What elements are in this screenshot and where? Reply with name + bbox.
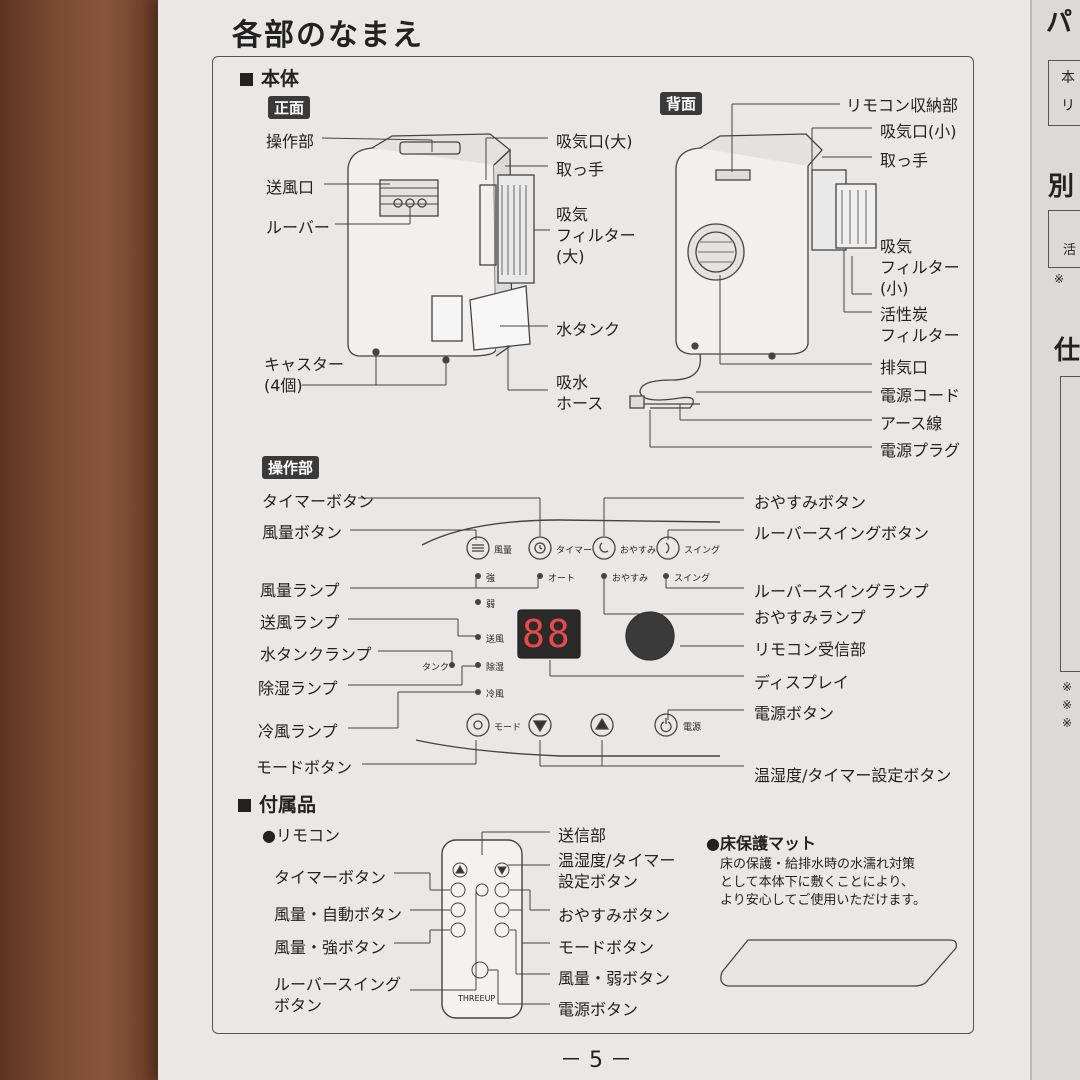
remote-label-power: 電源ボタン xyxy=(558,1000,639,1019)
panel-swing-text: スイング xyxy=(684,546,721,556)
panel-power-text: 電源 xyxy=(683,723,702,733)
label-fan-lamp: 風量ランプ xyxy=(260,581,340,600)
mat-description: 床の保護・給排水時の水濡れ対策 として本体下に敷くことにより、 より安心してご使… xyxy=(720,857,927,908)
lamp-tank-text: タンク xyxy=(422,663,450,673)
accessory-heading: 付属品 xyxy=(238,790,316,817)
next-page-table-1: 本 リ xyxy=(1048,60,1080,126)
panel-mode-text: モード xyxy=(494,723,522,733)
remote-brand: THREEUP xyxy=(458,994,496,1003)
lamp-blow-text: 送風 xyxy=(486,635,505,645)
lamp-cool-text: 冷風 xyxy=(486,690,505,700)
next-page-note-1: ※ xyxy=(1054,272,1065,286)
remote-label-set-button: 温湿度/タイマー 設定ボタン xyxy=(558,851,676,891)
label-swing-lamp: ルーバースイングランプ xyxy=(754,582,929,601)
next-page-edge xyxy=(1030,0,1080,1080)
label-exhaust: 排気口 xyxy=(880,358,929,377)
lamp-strong-text: 強 xyxy=(486,574,496,584)
next-page-table-3 xyxy=(1060,376,1080,672)
remote-label-fan-strong: 風量・強ボタン xyxy=(274,938,387,957)
label-mode-button: モードボタン xyxy=(256,758,353,777)
remote-title: ●リモコン xyxy=(262,826,340,845)
label-blow-lamp: 送風ランプ xyxy=(260,613,340,632)
label-front-handle: 取っ手 xyxy=(556,160,605,179)
label-control-panel: 操作部 xyxy=(266,132,315,151)
label-water-tank: 水タンク xyxy=(556,320,621,339)
label-filter-large: 吸気 フィルター (大) xyxy=(556,205,636,266)
next-page-note-3: ※ xyxy=(1062,698,1073,712)
panel-timer-text: タイマー xyxy=(556,546,593,556)
next-page-note-4: ※ xyxy=(1062,716,1073,730)
remote-label-fan-auto: 風量・自動ボタン xyxy=(274,905,403,924)
next-page-title-3: 仕 xyxy=(1054,336,1080,366)
next-page-row-1: 本 xyxy=(1061,70,1075,86)
label-ground-wire: アース線 xyxy=(880,414,943,433)
panel-sleep-text: おやすみ xyxy=(620,546,657,556)
remote-label-mode: モードボタン xyxy=(558,938,655,957)
lamp-sleep-text: おやすみ xyxy=(612,574,649,584)
remote-label-fan-weak: 風量・弱ボタン xyxy=(558,969,671,988)
content-frame xyxy=(212,56,974,1034)
panel-tag: 操作部 xyxy=(262,456,320,479)
page-number: － 5 － xyxy=(560,1048,632,1073)
label-carbon-filter: 活性炭 フィルター xyxy=(880,305,960,345)
label-tank-lamp: 水タンクランプ xyxy=(260,645,372,664)
remote-label-transmitter: 送信部 xyxy=(558,826,607,845)
back-tag: 背面 xyxy=(660,92,703,115)
label-remote-storage: リモコン収納部 xyxy=(846,96,959,115)
label-drain-hose: 吸水 ホース xyxy=(556,373,604,413)
label-power-plug: 電源プラグ xyxy=(880,441,961,460)
label-cool-lamp: 冷風ランプ xyxy=(258,722,338,741)
lamp-dehumid-text: 除湿 xyxy=(486,663,505,673)
label-display: ディスプレイ xyxy=(754,673,849,692)
label-receiver: リモコン受信部 xyxy=(754,640,867,659)
next-page-title-1: パ xyxy=(1046,8,1073,38)
front-tag: 正面 xyxy=(268,96,311,119)
label-caster: キャスター (4個) xyxy=(264,355,345,395)
mat-title: ●床保護マット xyxy=(706,834,816,853)
next-page-table-2: 活 xyxy=(1048,210,1080,268)
front-unit-drawing xyxy=(347,133,535,364)
label-fan-button: 風量ボタン xyxy=(262,523,343,542)
label-intake-small: 吸気口(小) xyxy=(880,122,957,141)
label-louver: ルーバー xyxy=(266,218,330,237)
lamp-swing-text: スイング xyxy=(674,574,711,584)
label-power-cord: 電源コード xyxy=(880,386,961,405)
label-filter-small: 吸気 フィルター (小) xyxy=(880,237,960,298)
next-page-note-2: ※ xyxy=(1062,680,1073,694)
label-sleep-lamp: おやすみランプ xyxy=(754,608,866,627)
back-unit-drawing xyxy=(629,133,877,409)
remote-label-sleep: おやすみボタン xyxy=(558,906,671,925)
lamp-auto-text: オート xyxy=(548,574,576,584)
manual-page xyxy=(158,0,1030,1080)
remote-label-timer-button: タイマーボタン xyxy=(274,868,387,887)
label-sleep-button: おやすみボタン xyxy=(754,493,867,512)
label-timer-button: タイマーボタン xyxy=(262,492,375,511)
next-page-row-3: 活 xyxy=(1063,243,1077,258)
label-back-handle: 取っ手 xyxy=(880,151,929,170)
label-dehumid-lamp: 除湿ランプ xyxy=(258,679,338,698)
panel-fan-text: 風量 xyxy=(494,546,513,556)
seven-segment-display: 88 xyxy=(522,612,572,656)
remote-label-swing: ルーバースイング ボタン xyxy=(274,975,402,1015)
label-air-outlet: 送風口 xyxy=(266,178,315,197)
lamp-weak-text: 弱 xyxy=(486,600,496,610)
next-page-title-2: 別 xyxy=(1048,172,1075,202)
body-section-heading: 本体 xyxy=(240,64,299,91)
next-page-row-2: リ xyxy=(1061,98,1075,114)
label-swing-button: ルーバースイングボタン xyxy=(754,524,930,543)
label-set-button: 温湿度/タイマー設定ボタン xyxy=(754,766,952,785)
page-title: 各部のなまえ xyxy=(232,18,424,53)
label-power-button: 電源ボタン xyxy=(754,704,835,723)
label-intake-large: 吸気口(大) xyxy=(556,132,633,151)
